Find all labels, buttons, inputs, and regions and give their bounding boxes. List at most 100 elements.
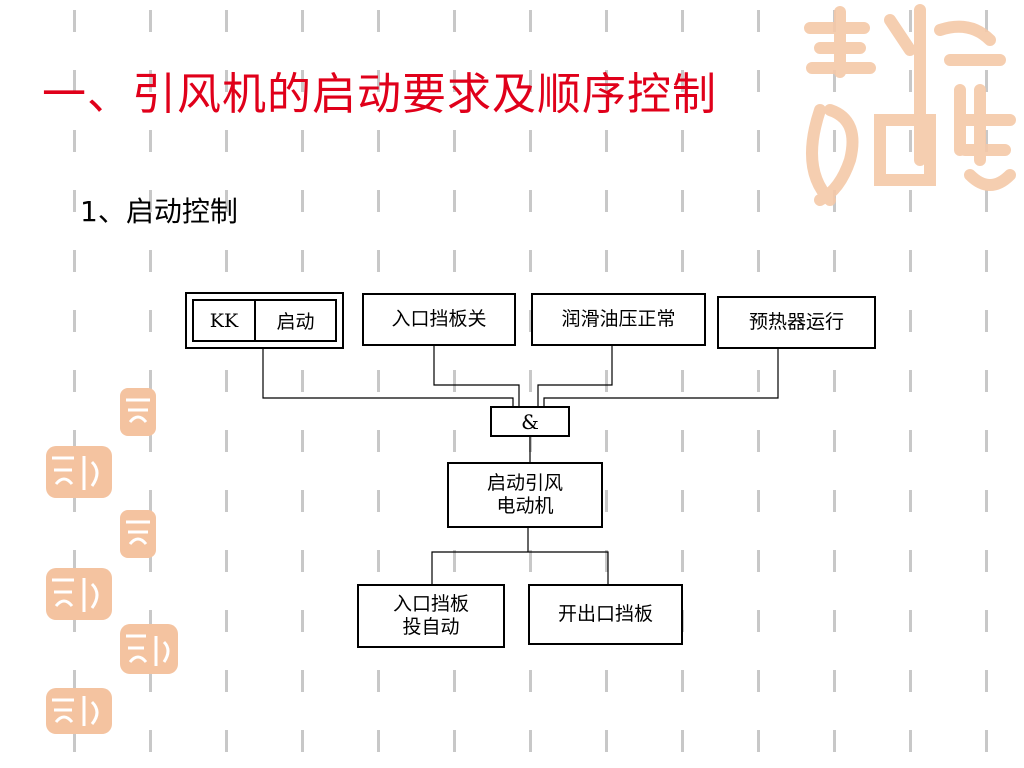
background-dash <box>529 10 532 32</box>
background-dash <box>377 550 380 572</box>
background-dash <box>149 130 152 152</box>
background-dash <box>301 490 304 512</box>
background-dash <box>149 370 152 392</box>
inlet-damper-auto-line-2: 投自动 <box>402 616 460 638</box>
seal-decoration-2 <box>46 446 112 498</box>
background-dash <box>985 130 988 152</box>
background-dash <box>149 490 152 512</box>
background-dash <box>149 670 152 692</box>
background-dash <box>909 550 912 572</box>
background-dash <box>833 670 836 692</box>
start-fan-motor-line-2: 电动机 <box>496 495 554 517</box>
inlet-damper-closed-label: 入口挡板关 <box>391 308 487 331</box>
background-dash <box>301 130 304 152</box>
background-dash <box>681 70 684 92</box>
background-dash <box>377 430 380 452</box>
background-dash <box>605 370 608 392</box>
background-dash <box>529 670 532 692</box>
background-dash <box>985 730 988 752</box>
background-dash <box>909 430 912 452</box>
background-dash <box>605 250 608 272</box>
background-dash <box>225 10 228 32</box>
background-dash <box>757 730 760 752</box>
background-dash <box>73 130 76 152</box>
background-dash <box>985 70 988 92</box>
background-dash <box>225 370 228 392</box>
background-dash <box>529 370 532 392</box>
background-dash <box>985 370 988 392</box>
background-dash <box>833 70 836 92</box>
background-dash <box>73 490 76 512</box>
background-dash <box>605 130 608 152</box>
background-dash <box>301 190 304 212</box>
background-dash <box>833 610 836 632</box>
background-dash <box>73 190 76 212</box>
background-dash <box>453 10 456 32</box>
background-dash <box>377 490 380 512</box>
background-dash <box>301 670 304 692</box>
start-fan-motor-line-1: 启动引风 <box>486 472 563 495</box>
background-dash <box>985 610 988 632</box>
background-dash <box>909 250 912 272</box>
background-dash <box>833 130 836 152</box>
page-title: 一、引风机的启动要求及顺序控制 <box>42 69 717 120</box>
background-dash <box>757 430 760 452</box>
background-dash <box>757 370 760 392</box>
seal-decoration-5 <box>120 624 178 674</box>
background-dash <box>453 550 456 572</box>
background-dash <box>301 430 304 452</box>
background-dash <box>529 70 532 92</box>
background-dash <box>377 730 380 752</box>
inlet-damper-closed-box: 入口挡板关 <box>362 293 516 346</box>
background-dash <box>681 430 684 452</box>
background-dash <box>149 610 152 632</box>
background-dash <box>757 70 760 92</box>
seal-decoration-4 <box>46 568 112 620</box>
background-dash <box>225 70 228 92</box>
background-dash <box>909 730 912 752</box>
background-dash <box>301 70 304 92</box>
background-dash <box>149 730 152 752</box>
and-gate: & <box>490 406 570 437</box>
background-dash <box>833 370 836 392</box>
background-dash <box>453 430 456 452</box>
background-dash <box>377 670 380 692</box>
background-dash <box>225 490 228 512</box>
background-dash <box>605 70 608 92</box>
background-dash <box>377 130 380 152</box>
background-dash <box>605 730 608 752</box>
background-dash <box>225 550 228 572</box>
background-dash <box>985 10 988 32</box>
background-dash <box>909 610 912 632</box>
background-dash <box>605 430 608 452</box>
background-dash <box>909 310 912 332</box>
background-dash <box>985 430 988 452</box>
section-subtitle: 1、启动控制 <box>80 195 238 228</box>
background-dash <box>225 670 228 692</box>
background-dash <box>453 730 456 752</box>
background-dash <box>909 10 912 32</box>
background-dash <box>301 550 304 572</box>
background-dash <box>985 490 988 512</box>
lube-oil-pressure-normal-label: 润滑油压正常 <box>561 308 676 331</box>
background-dash <box>529 190 532 212</box>
background-dash <box>985 310 988 332</box>
background-dash <box>225 190 228 212</box>
background-dash <box>985 670 988 692</box>
background-dash <box>529 730 532 752</box>
background-dash <box>377 250 380 272</box>
background-dash <box>681 190 684 212</box>
seal-decoration-6 <box>46 688 112 734</box>
lube-oil-pressure-normal-box: 润滑油压正常 <box>531 293 706 346</box>
background-dash <box>681 130 684 152</box>
background-dash <box>149 550 152 572</box>
background-dash <box>757 130 760 152</box>
background-dash <box>73 10 76 32</box>
background-dash <box>149 430 152 452</box>
background-dash <box>377 190 380 212</box>
background-dash <box>149 310 152 332</box>
background-dash <box>453 130 456 152</box>
background-dash <box>681 670 684 692</box>
background-dash <box>909 130 912 152</box>
open-outlet-damper-box: 开出口挡板 <box>528 584 683 645</box>
